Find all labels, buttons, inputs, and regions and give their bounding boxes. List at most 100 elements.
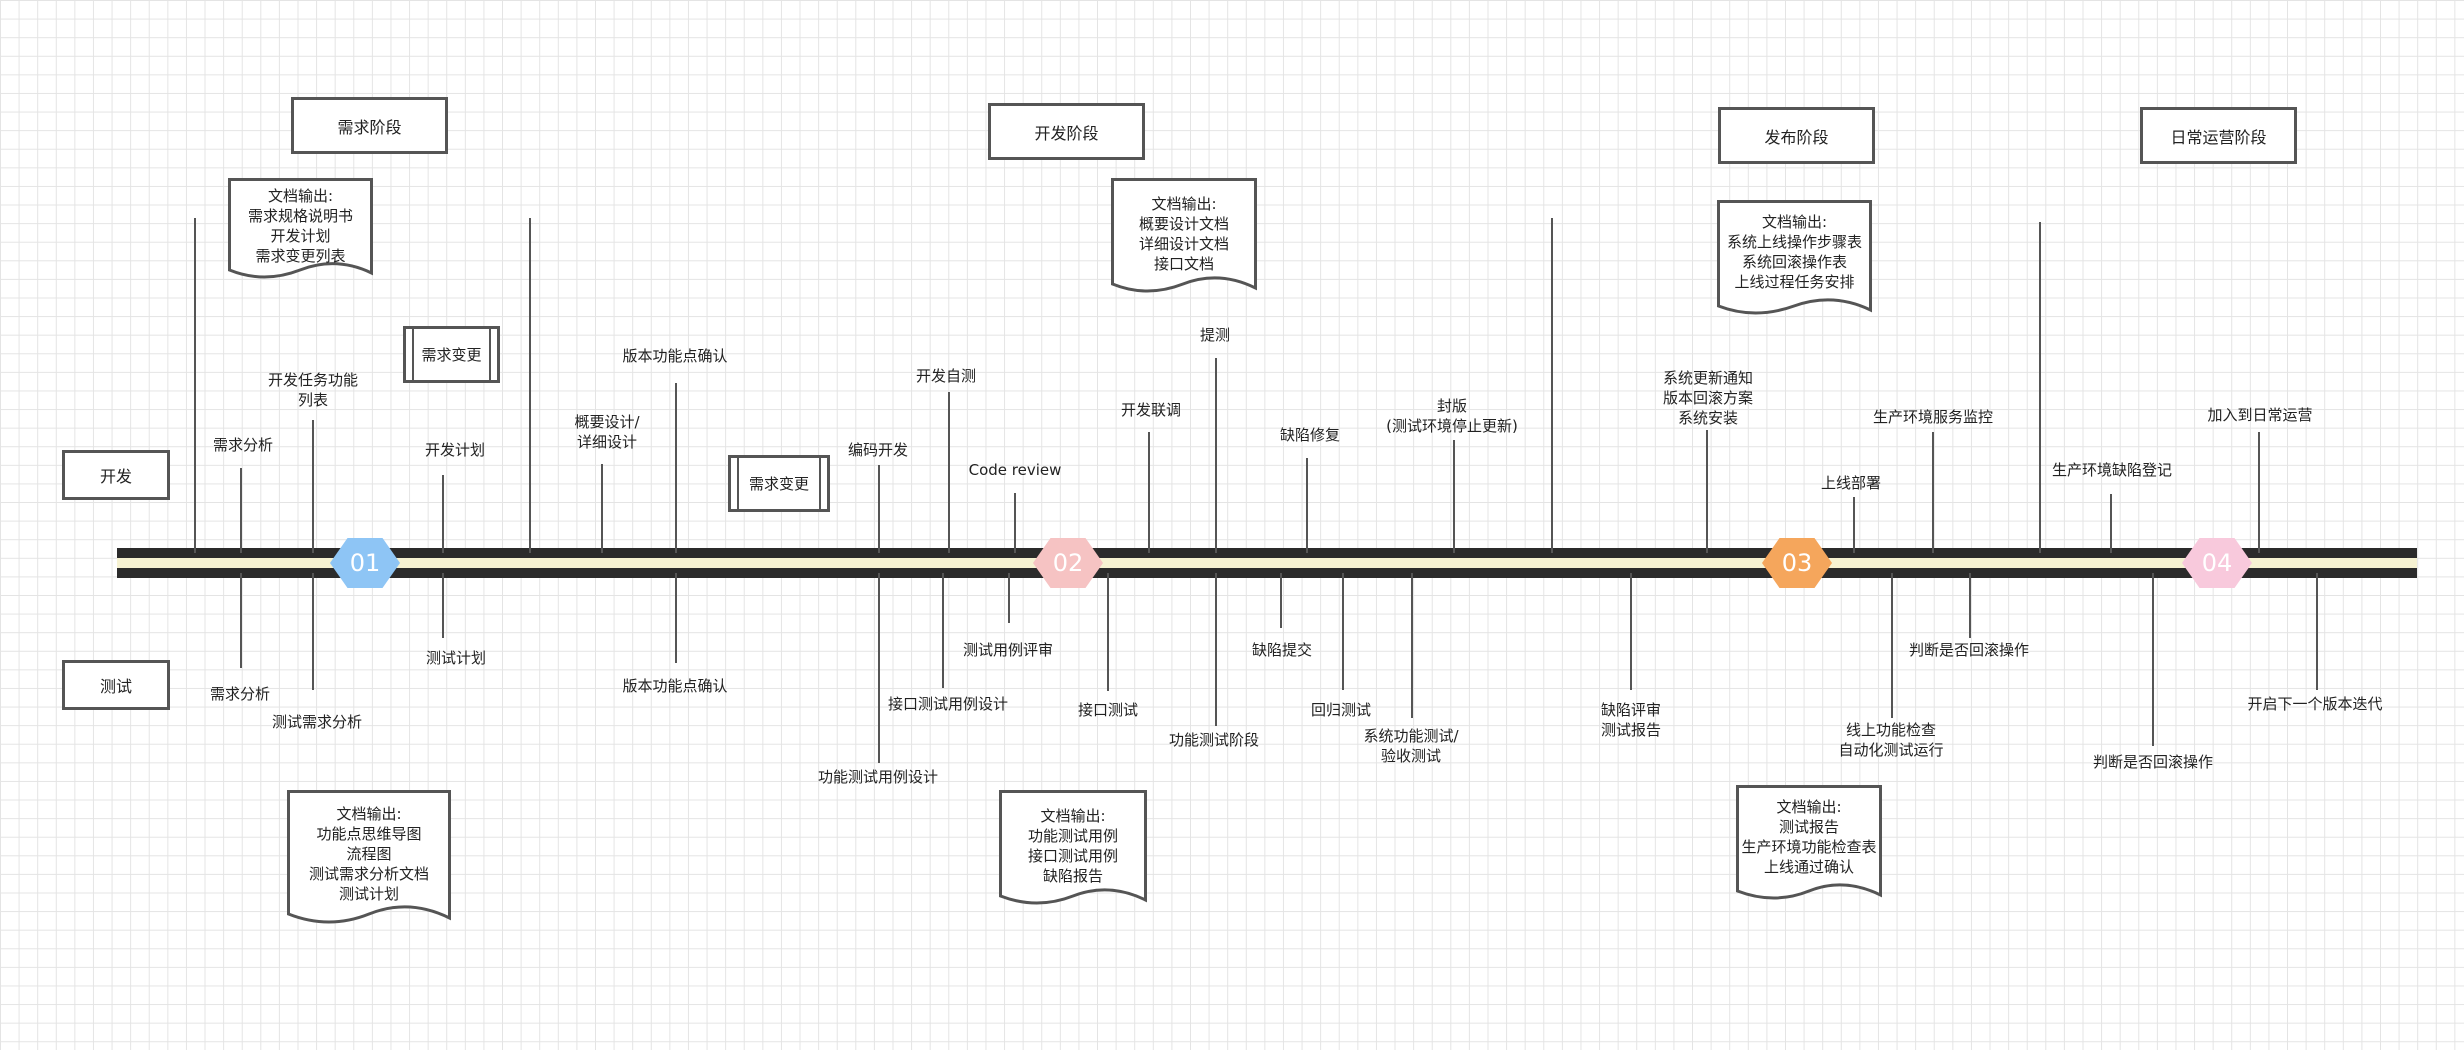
test-label-func-case: 功能测试用例设计: [817, 768, 939, 786]
phase-divider-3-top: [1551, 218, 1553, 553]
test-label-func-test: 功能测试阶段: [1168, 731, 1260, 749]
tick-dev-integration: [1148, 432, 1150, 553]
doc-dev-output: 文档输出: 概要设计文档 详细设计文档 接口文档: [1111, 178, 1257, 298]
tick-dev-deploy: [1853, 497, 1855, 553]
dev-label-submit-test: 提测: [1199, 326, 1231, 344]
doc-req-output: 文档输出: 需求规格说明书 开发计划 需求变更列表: [228, 178, 373, 284]
phase-requirements: 需求阶段: [291, 97, 448, 154]
test-label-rollback-1: 判断是否回滚操作: [1908, 641, 2030, 659]
milestone-01: 01: [330, 538, 400, 588]
phase-development: 开发阶段: [988, 103, 1145, 160]
tick-dev-monitor: [1932, 432, 1934, 553]
doc-dev-output-text: 文档输出: 概要设计文档 详细设计文档 接口文档: [1138, 195, 1229, 273]
dev-label-feature-confirm: 版本功能点确认: [622, 347, 728, 365]
tick-test-system-test: [1411, 573, 1413, 718]
tick-test-next-iter: [2316, 573, 2318, 690]
dev-label-coding: 编码开发: [847, 441, 909, 459]
doc-test-req-output: 文档输出: 功能点思维导图 流程图 测试需求分析文档 测试计划: [287, 790, 451, 928]
test-label-online-check: 线上功能检查 自动化测试运行: [1838, 721, 1944, 759]
tick-test-online-check: [1891, 573, 1893, 718]
tick-test-feature-confirm: [675, 573, 677, 663]
phase-release: 发布阶段: [1718, 107, 1875, 164]
doc-req-output-text: 文档输出: 需求规格说明书 开发计划 需求变更列表: [247, 187, 353, 265]
tick-test-rollback-2: [2152, 573, 2154, 746]
dev-label-join-ops: 加入到日常运营: [2207, 406, 2313, 424]
tick-test-req: [312, 573, 314, 690]
dev-label-bug-fix: 缺陷修复: [1279, 426, 1341, 444]
phase-divider-1-top: [194, 218, 196, 553]
phase-operations: 日常运营阶段: [2140, 107, 2297, 164]
dev-label-freeze: 封版 (测试环境停止更新): [1386, 397, 1518, 435]
dev-label-notify: 系统更新通知 版本回滚方案 系统安装: [1662, 369, 1754, 427]
test-label-req-analysis: 需求分析: [209, 685, 271, 703]
tick-test-api-case: [942, 573, 944, 688]
phase-divider-2-top: [529, 218, 531, 553]
dev-label-code-review: Code review: [968, 461, 1062, 479]
requirement-change-box-2: 需求变更: [728, 455, 830, 512]
tick-test-regression: [1342, 573, 1344, 690]
dev-label-plan: 开发计划: [424, 441, 486, 459]
doc-test-release-output: 文档输出: 测试报告 生产环境功能检查表 上线通过确认: [1736, 785, 1882, 905]
requirement-change-box-1: 需求变更: [403, 326, 500, 383]
dev-label-prod-bug: 生产环境缺陷登记: [2051, 461, 2173, 479]
tick-dev-design: [601, 464, 603, 553]
tick-test-req-analysis: [240, 573, 242, 668]
dev-label-task-list: 开发任务功能 列表: [267, 371, 359, 409]
dev-label-self-test: 开发自测: [915, 367, 977, 385]
tick-dev-join-ops: [2258, 432, 2260, 553]
tick-dev-req-analysis: [240, 468, 242, 553]
tick-dev-feature-confirm: [675, 383, 677, 553]
doc-release-output-text: 文档输出: 系统上线操作步骤表 系统回滚操作表 上线过程任务安排: [1726, 213, 1862, 291]
tick-dev-prod-bug: [2110, 494, 2112, 553]
test-label-bug-submit: 缺陷提交: [1251, 641, 1313, 659]
dev-label-monitor: 生产环境服务监控: [1872, 408, 1994, 426]
tick-dev-bug-fix: [1306, 458, 1308, 553]
doc-test-dev-output-text: 文档输出: 功能测试用例 接口测试用例 缺陷报告: [1027, 807, 1118, 885]
doc-release-output: 文档输出: 系统上线操作步骤表 系统回滚操作表 上线过程任务安排: [1717, 200, 1872, 320]
tick-dev-coding: [878, 465, 880, 553]
doc-test-req-output-text: 文档输出: 功能点思维导图 流程图 测试需求分析文档 测试计划: [308, 805, 429, 903]
tick-dev-freeze: [1453, 440, 1455, 553]
timeline-inner-stripe: [117, 558, 2417, 568]
test-label-next-iter: 开启下一个版本迭代: [2247, 695, 2383, 713]
tick-test-rollback-1: [1969, 573, 1971, 638]
milestone-02: 02: [1033, 538, 1103, 588]
test-label-bug-review: 缺陷评审 测试报告: [1600, 701, 1662, 739]
tick-dev-self-test: [948, 392, 950, 553]
dev-label-req-analysis: 需求分析: [212, 436, 274, 454]
test-label-rollback-2: 判断是否回滚操作: [2092, 753, 2214, 771]
tick-dev-task-list: [312, 420, 314, 553]
tick-test-plan: [442, 573, 444, 638]
tick-test-bug-review: [1630, 573, 1632, 690]
test-label-system-test: 系统功能测试/ 验收测试: [1363, 727, 1459, 765]
tick-test-func-test: [1215, 573, 1217, 726]
tick-test-case-review: [1008, 573, 1010, 623]
requirement-change-label-1: 需求变更: [421, 346, 482, 364]
tick-dev-notify: [1706, 430, 1708, 553]
milestone-04: 04: [2182, 538, 2252, 588]
test-label-case-review: 测试用例评审: [962, 641, 1054, 659]
requirement-change-label-2: 需求变更: [748, 475, 809, 493]
timeline-track: [117, 548, 2417, 578]
dev-label-integration: 开发联调: [1120, 401, 1182, 419]
tick-test-bug-submit: [1280, 573, 1282, 628]
test-label-api-test: 接口测试: [1077, 701, 1139, 719]
row-label-test: 测试: [62, 660, 170, 710]
test-label-api-case: 接口测试用例设计: [887, 695, 1009, 713]
milestone-03: 03: [1762, 538, 1832, 588]
tick-dev-code-review: [1014, 493, 1016, 553]
doc-test-release-output-text: 文档输出: 测试报告 生产环境功能检查表 上线通过确认: [1741, 798, 1877, 876]
test-label-test-req: 测试需求分析: [271, 713, 363, 731]
tick-dev-plan: [442, 475, 444, 553]
tick-test-api-test: [1107, 573, 1109, 691]
dev-label-deploy: 上线部署: [1820, 474, 1882, 492]
phase-divider-4-top: [2039, 222, 2041, 553]
test-label-feature-confirm: 版本功能点确认: [622, 677, 728, 695]
test-label-plan: 测试计划: [425, 649, 487, 667]
test-label-regression: 回归测试: [1310, 701, 1372, 719]
doc-test-dev-output: 文档输出: 功能测试用例 接口测试用例 缺陷报告: [999, 790, 1147, 910]
dev-label-design: 概要设计/ 详细设计: [574, 413, 640, 451]
tick-test-func-case: [878, 573, 880, 763]
row-label-dev: 开发: [62, 450, 170, 500]
tick-dev-submit-test: [1215, 358, 1217, 553]
